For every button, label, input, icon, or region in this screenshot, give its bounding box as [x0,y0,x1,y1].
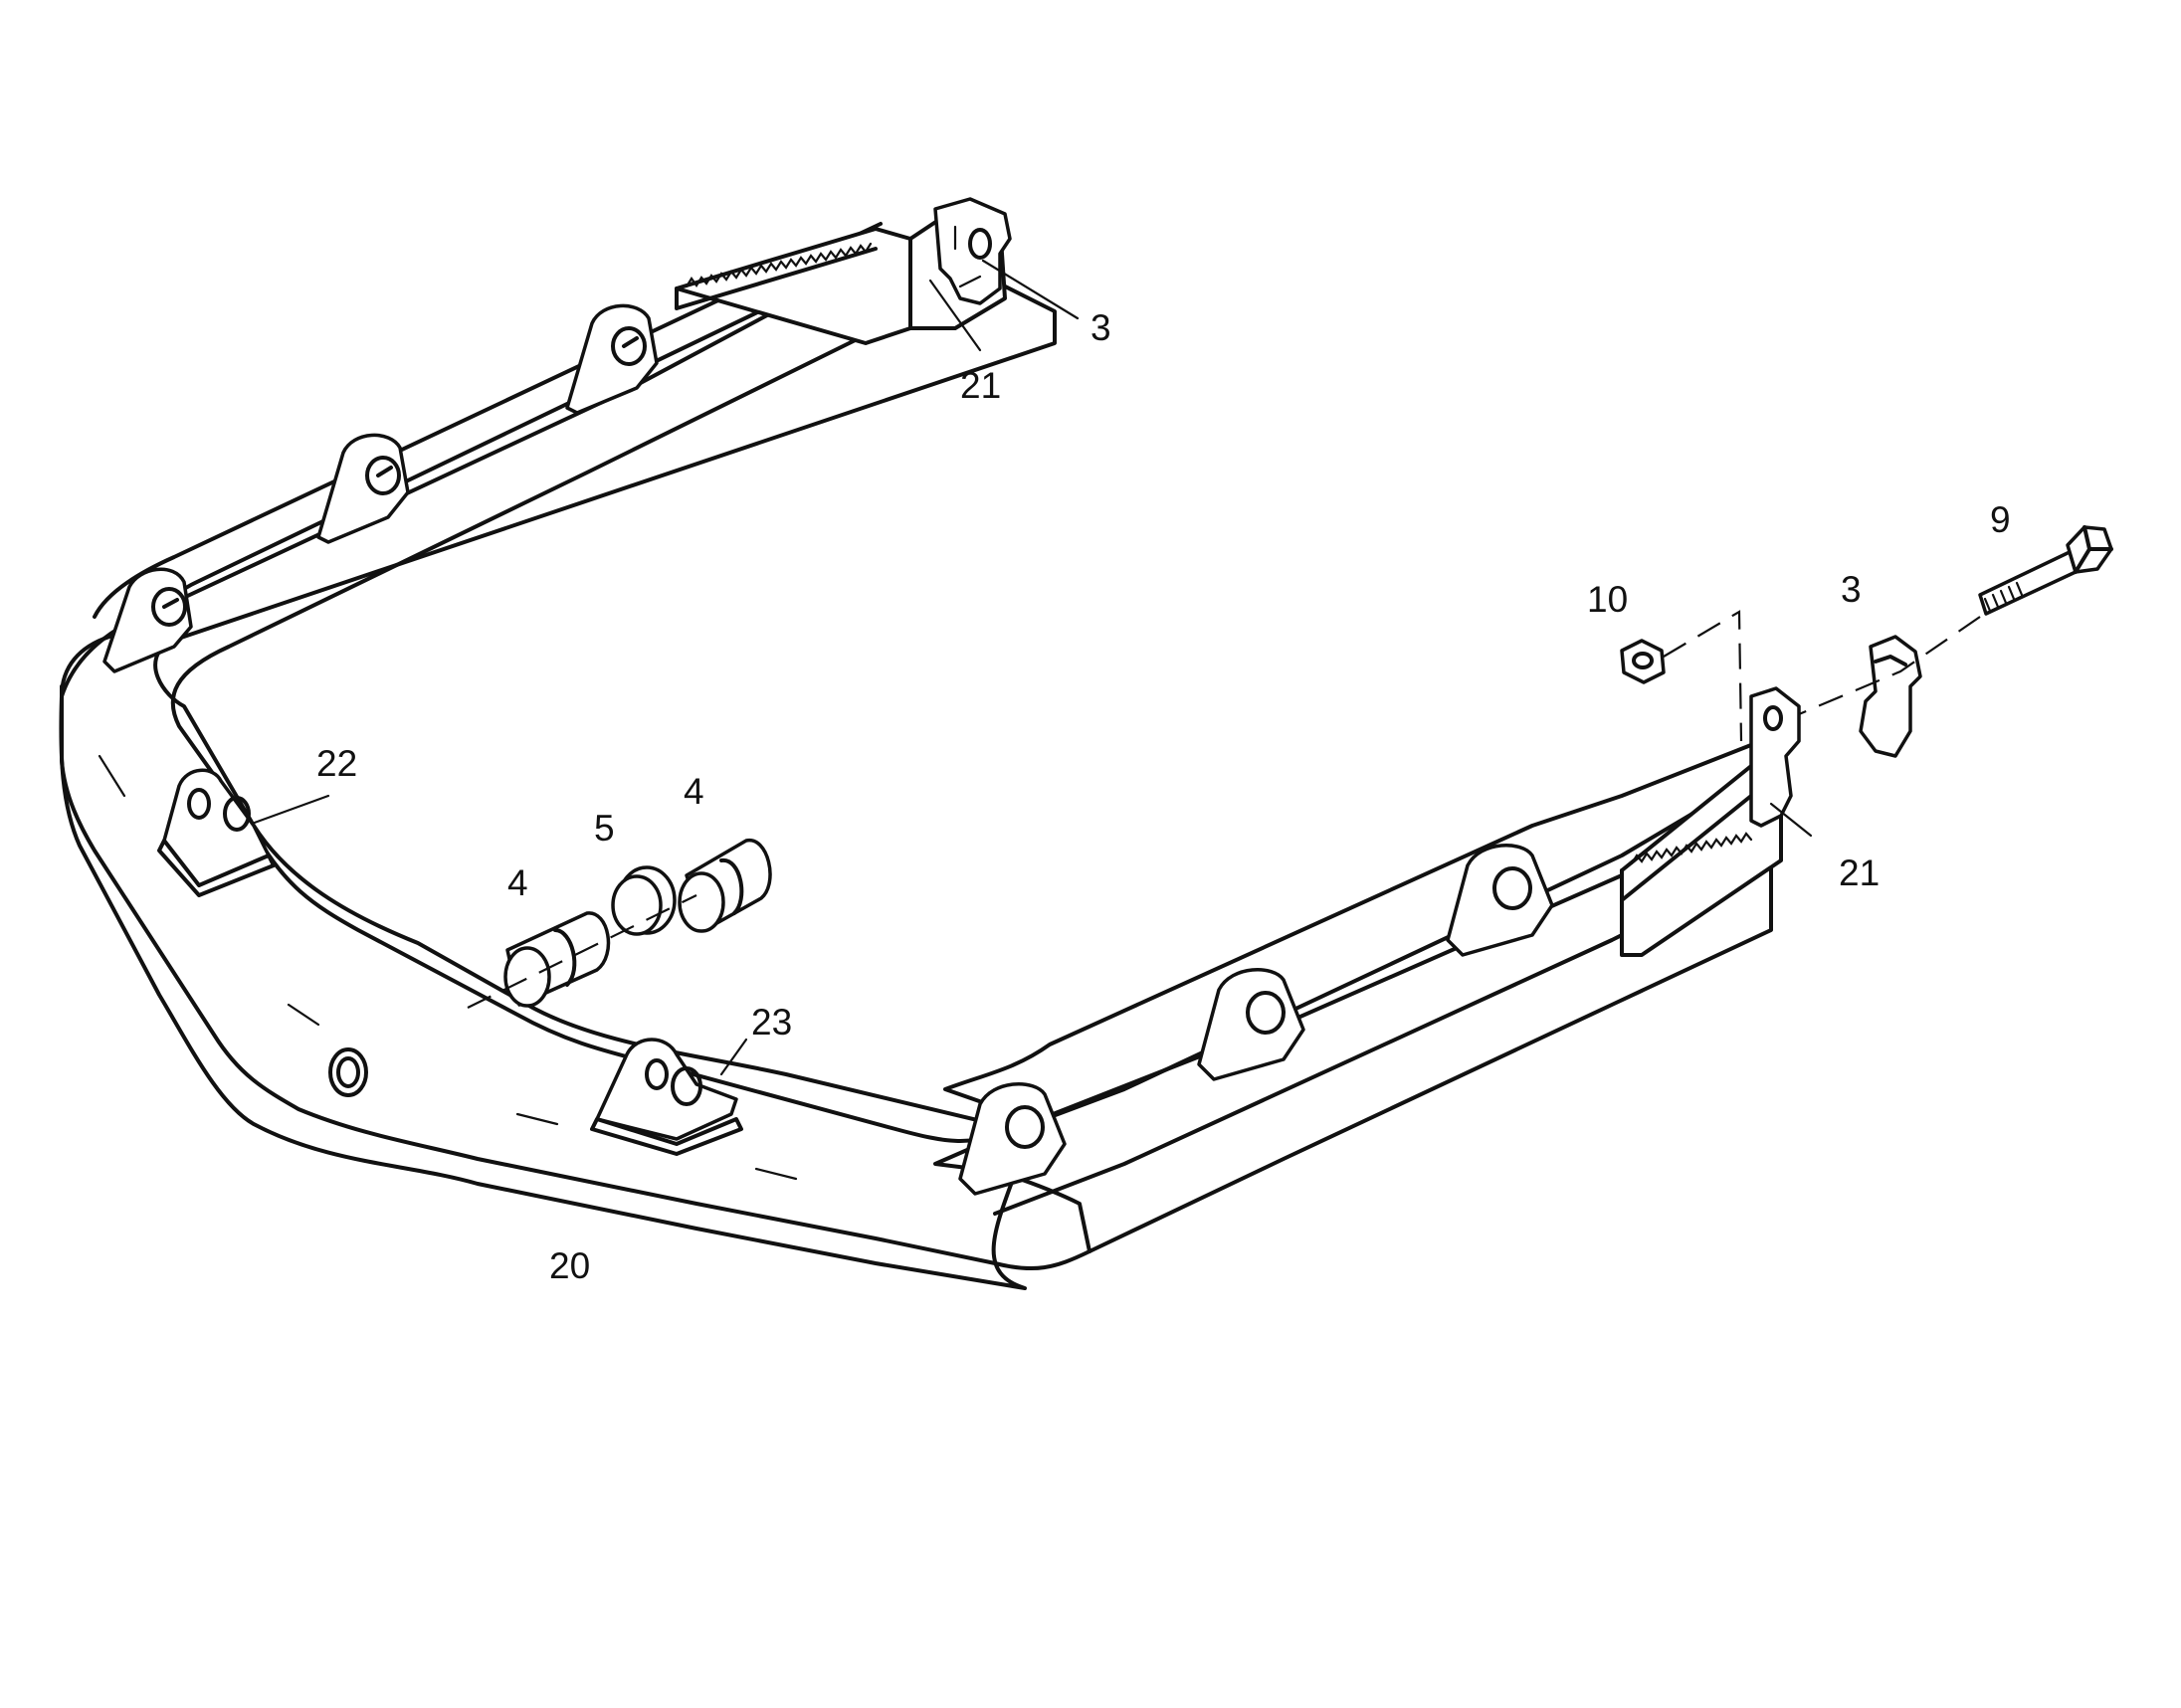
callout-3-right: 3 [1841,569,1862,610]
leader-lines [250,259,1981,1076]
callout-21-right: 21 [1839,853,1880,893]
bushing-4-right [678,839,772,933]
callout-9: 9 [1990,499,2011,540]
callout-4-right: 4 [684,771,704,812]
bracket-front-2 [1197,968,1305,1081]
callout-20: 20 [549,1245,590,1286]
callout-3-top: 3 [1090,307,1111,348]
spacer-5 [611,865,677,936]
bracket-back-1 [102,567,193,673]
pivot-bracket-23 [590,1038,743,1156]
callout-labels: 3 21 9 10 3 21 22 4 5 4 23 20 [316,307,2011,1286]
pivot-bracket-22 [157,768,276,897]
callout-21-top: 21 [960,365,1001,406]
rack-end-right [1620,686,1801,957]
bushing-4-left [503,911,611,1008]
callout-5: 5 [594,808,615,849]
callout-23: 23 [751,1002,792,1043]
bolt [1978,525,2113,616]
bracket-front-3 [1446,844,1554,957]
clamp-right [1859,635,1922,758]
callout-10: 10 [1587,579,1628,620]
clamp-top [933,197,1012,305]
bracket-back-2 [316,433,410,544]
callout-4-left: 4 [507,862,528,903]
bracket-front-1 [958,1082,1067,1196]
nut [1620,639,1666,684]
callout-22: 22 [316,743,357,784]
bracket-back-3 [565,303,659,415]
